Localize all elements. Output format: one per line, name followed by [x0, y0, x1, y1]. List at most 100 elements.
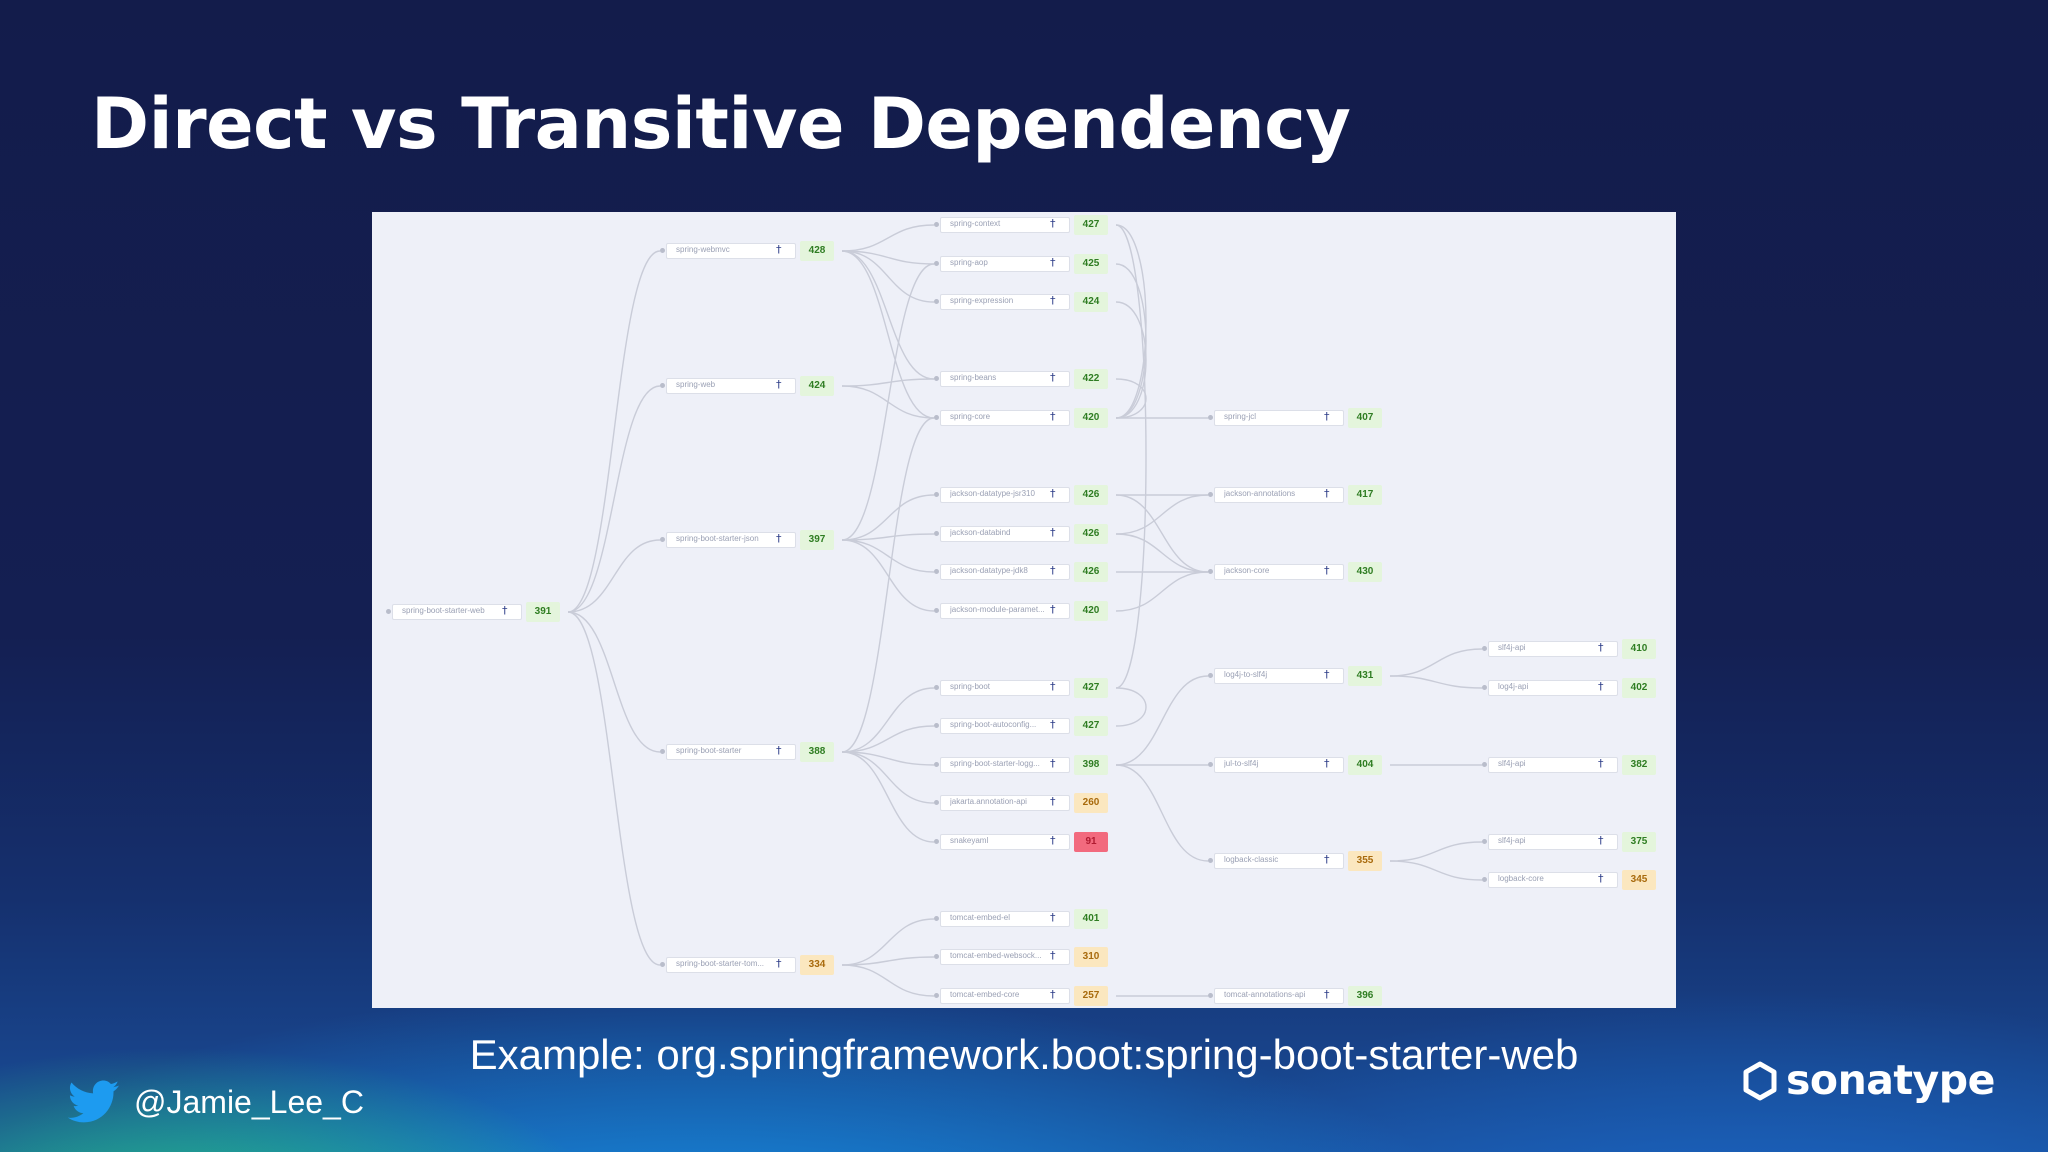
pin-icon[interactable]: †: [1050, 718, 1056, 731]
pin-icon[interactable]: †: [776, 378, 782, 391]
node-score-badge: 345: [1622, 870, 1656, 890]
graph-node[interactable]: jackson-core†430: [1208, 562, 1390, 582]
graph-node[interactable]: spring-expression†424: [934, 292, 1116, 312]
pin-icon[interactable]: †: [776, 532, 782, 545]
graph-node[interactable]: spring-boot-starter-json†397: [660, 530, 842, 550]
node-label: spring-context: [950, 219, 1001, 228]
pin-icon[interactable]: †: [1050, 526, 1056, 539]
graph-node[interactable]: slf4j-api†375: [1482, 832, 1664, 852]
pin-icon[interactable]: †: [1598, 757, 1604, 770]
dependency-edge: [841, 250, 935, 265]
pin-icon[interactable]: †: [1050, 217, 1056, 230]
pin-icon[interactable]: †: [1050, 410, 1056, 423]
graph-node[interactable]: logback-core†345: [1482, 870, 1664, 890]
graph-node[interactable]: spring-boot-starter-logg...†398: [934, 755, 1116, 775]
graph-node[interactable]: spring-boot-starter-web†391: [386, 602, 568, 622]
pin-icon[interactable]: †: [1050, 564, 1056, 577]
pin-icon[interactable]: †: [1324, 410, 1330, 423]
node-input-port: [934, 531, 939, 536]
dependency-edge: [841, 494, 935, 541]
node-score-badge: 391: [526, 602, 560, 622]
pin-icon[interactable]: †: [1324, 757, 1330, 770]
pin-icon[interactable]: †: [1050, 371, 1056, 384]
pin-icon[interactable]: †: [1050, 757, 1056, 770]
dependency-edge: [841, 417, 935, 753]
node-box: [940, 949, 1070, 965]
node-box: [940, 564, 1070, 580]
node-score-badge: 388: [800, 742, 834, 762]
node-input-port: [1208, 993, 1213, 998]
graph-node[interactable]: spring-web†424: [660, 376, 842, 396]
pin-icon[interactable]: †: [1050, 834, 1056, 847]
node-score-badge: 424: [800, 376, 834, 396]
graph-node[interactable]: spring-jcl†407: [1208, 408, 1390, 428]
pin-icon[interactable]: †: [502, 604, 508, 617]
pin-icon[interactable]: †: [1050, 680, 1056, 693]
graph-node[interactable]: jackson-annotations†417: [1208, 485, 1390, 505]
graph-node[interactable]: jul-to-slf4j†404: [1208, 755, 1390, 775]
pin-icon[interactable]: †: [1324, 668, 1330, 681]
node-score-badge: 425: [1074, 254, 1108, 274]
node-input-port: [1482, 839, 1487, 844]
pin-icon[interactable]: †: [1050, 949, 1056, 962]
graph-node[interactable]: tomcat-embed-el†401: [934, 909, 1116, 929]
pin-icon[interactable]: †: [1324, 853, 1330, 866]
graph-node[interactable]: spring-boot-starter-tom...†334: [660, 955, 842, 975]
graph-node[interactable]: log4j-api†402: [1482, 678, 1664, 698]
node-input-port: [934, 376, 939, 381]
node-box: [392, 604, 522, 620]
graph-node[interactable]: spring-core†420: [934, 408, 1116, 428]
pin-icon[interactable]: †: [776, 957, 782, 970]
pin-icon[interactable]: †: [1598, 872, 1604, 885]
node-box: [666, 957, 796, 973]
pin-icon[interactable]: †: [1050, 911, 1056, 924]
node-box: [1214, 757, 1344, 773]
pin-icon[interactable]: †: [1324, 564, 1330, 577]
pin-icon[interactable]: †: [1050, 795, 1056, 808]
dependency-edge: [841, 263, 935, 541]
graph-node[interactable]: jackson-module-paramet...†420: [934, 601, 1116, 621]
graph-node[interactable]: slf4j-api†382: [1482, 755, 1664, 775]
node-input-port: [934, 222, 939, 227]
pin-icon[interactable]: †: [1598, 680, 1604, 693]
pin-icon[interactable]: †: [1050, 988, 1056, 1001]
pin-icon[interactable]: †: [1324, 988, 1330, 1001]
node-label: spring-boot: [950, 682, 991, 691]
graph-node[interactable]: tomcat-embed-core†257: [934, 986, 1116, 1006]
pin-icon[interactable]: †: [1598, 641, 1604, 654]
graph-node[interactable]: tomcat-embed-websock...†310: [934, 947, 1116, 967]
graph-node[interactable]: spring-boot-starter†388: [660, 742, 842, 762]
dependency-edge: [841, 751, 935, 843]
pin-icon[interactable]: †: [776, 744, 782, 757]
dependency-edge: [841, 539, 935, 573]
graph-node[interactable]: jackson-databind†426: [934, 524, 1116, 544]
node-input-port: [1208, 858, 1213, 863]
pin-icon[interactable]: †: [1050, 603, 1056, 616]
pin-icon[interactable]: †: [776, 243, 782, 256]
pin-icon[interactable]: †: [1050, 294, 1056, 307]
dependency-edge: [841, 918, 935, 966]
graph-node[interactable]: log4j-to-slf4j†431: [1208, 666, 1390, 686]
graph-node[interactable]: spring-webmvc†428: [660, 241, 842, 261]
pin-icon[interactable]: †: [1598, 834, 1604, 847]
pin-icon[interactable]: †: [1324, 487, 1330, 500]
graph-node[interactable]: spring-boot†427: [934, 678, 1116, 698]
graph-node[interactable]: spring-boot-autoconfig...†427: [934, 716, 1116, 736]
node-box: [940, 680, 1070, 696]
graph-node[interactable]: jackson-datatype-jdk8†426: [934, 562, 1116, 582]
pin-icon[interactable]: †: [1050, 487, 1056, 500]
graph-node[interactable]: logback-classic†355: [1208, 851, 1390, 871]
node-input-port: [1208, 415, 1213, 420]
node-input-port: [934, 916, 939, 921]
pin-icon[interactable]: †: [1050, 256, 1056, 269]
graph-node[interactable]: snakeyaml†91: [934, 832, 1116, 852]
graph-node[interactable]: jakarta.annotation-api†260: [934, 793, 1116, 813]
node-box: [1488, 680, 1618, 696]
graph-node[interactable]: spring-aop†425: [934, 254, 1116, 274]
graph-node[interactable]: slf4j-api†410: [1482, 639, 1664, 659]
graph-node[interactable]: jackson-datatype-jsr310†426: [934, 485, 1116, 505]
graph-node[interactable]: spring-context†427: [934, 215, 1116, 235]
node-input-port: [660, 248, 665, 253]
graph-node[interactable]: tomcat-annotations-api†396: [1208, 986, 1390, 1006]
graph-node[interactable]: spring-beans†422: [934, 369, 1116, 389]
